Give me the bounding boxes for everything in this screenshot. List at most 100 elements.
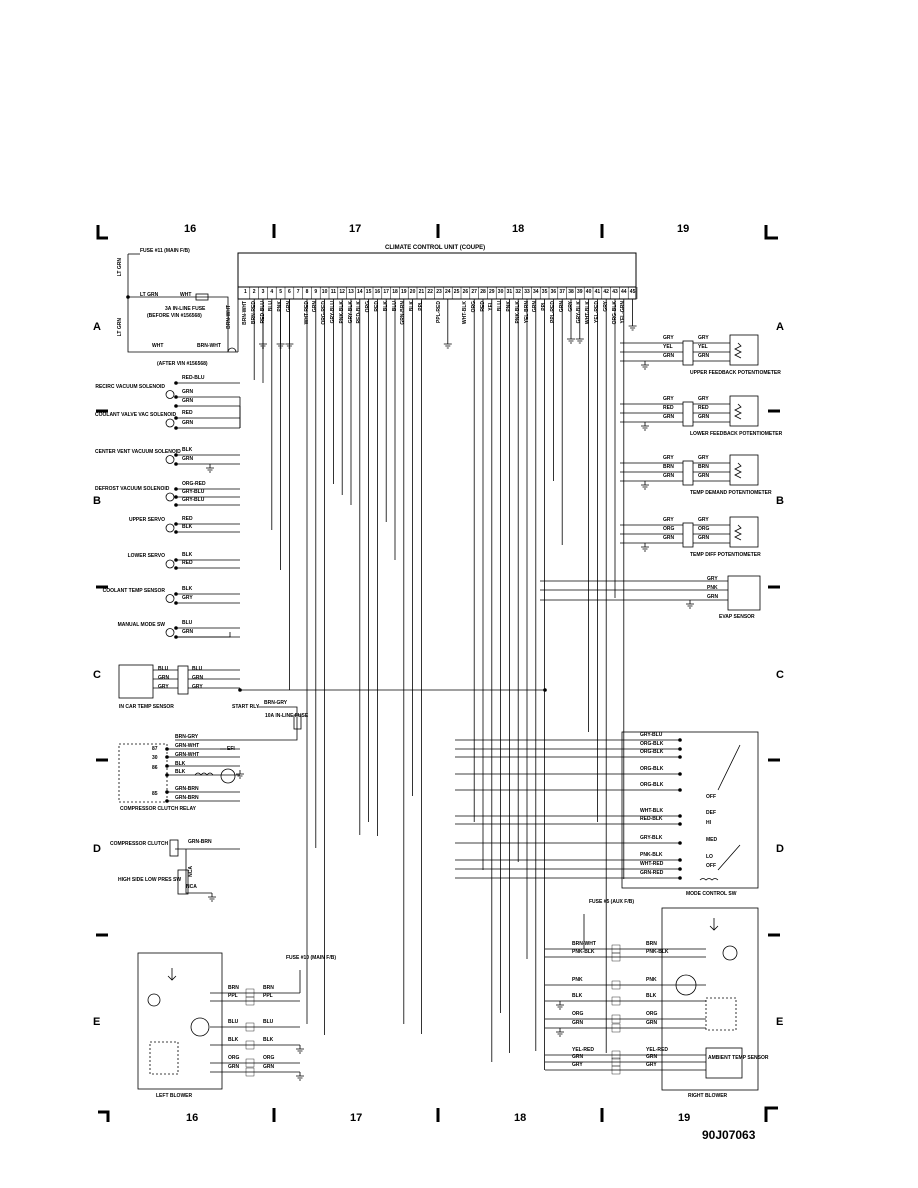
right-blower-wire-left: PNK — [572, 977, 583, 983]
start-relay-label: START RLY — [232, 704, 260, 710]
pot-connector — [682, 340, 694, 366]
junction-dot — [165, 747, 169, 751]
ccu-pin-32: 32 — [515, 289, 521, 295]
ground-symbol — [236, 770, 244, 779]
junction-dot — [543, 688, 547, 692]
potentiometer-box — [729, 395, 759, 427]
left-blower-transistor — [190, 1017, 210, 1037]
pot-wire-right: GRY — [698, 396, 709, 402]
column-label-17: 17 — [349, 223, 362, 235]
ccu-pin-27: 27 — [471, 289, 477, 295]
mode-sw-wire: ORG-BLK — [640, 741, 664, 747]
ccu-pin-5: 5 — [279, 289, 282, 295]
left-comp-wire: RED — [182, 410, 193, 416]
ground-symbol — [296, 1072, 304, 1081]
ground-symbol — [641, 361, 649, 370]
junction-dot — [678, 841, 682, 845]
pot-wire-right: GRY — [698, 517, 709, 523]
left-comp-wire: ORG-RED — [182, 481, 206, 487]
pot-wire-right: GRY — [698, 455, 709, 461]
left-component-4: UPPER SERVO — [128, 517, 165, 523]
left-component-0: RECIRC VACUUM SOLENOID — [95, 383, 165, 390]
mode-sw-wire: WHT-RED — [640, 861, 664, 867]
wire-wht-lower: WHT — [152, 343, 164, 349]
wire-nca — [185, 849, 212, 894]
pot-wire-left: GRY — [663, 517, 674, 523]
left-blower-box — [137, 952, 223, 1090]
ccu-pin-45: 45 — [629, 289, 636, 295]
ccu-pin-wire-38: GRY — [567, 301, 574, 312]
left-component-6: COOLANT TEMP SENSOR — [102, 587, 165, 594]
ccu-pin-wire-4: BLU — [268, 301, 275, 312]
left-blower-diode — [167, 968, 177, 981]
ground-symbol — [575, 335, 584, 344]
pot-resistor — [734, 462, 742, 479]
junction-dot — [174, 503, 178, 507]
left-comp-wire: GRN — [182, 389, 194, 395]
junction-dot — [678, 867, 682, 871]
wire-lt-grn-lower: LT GRN — [117, 318, 123, 337]
ccu-pin-wire-12: PNK-BLK — [338, 301, 345, 324]
ccu-pin-wire-11: GRY-BLU — [330, 301, 336, 324]
ccu-pin-wire-20: BLK — [409, 301, 416, 312]
left-component-3: DEFROST VACUUM SOLENOID — [95, 486, 170, 492]
right-blower-wire-left: GRY — [572, 1062, 583, 1068]
ccu-pin-wire-31: PNK — [506, 301, 512, 312]
left-comp-wire: RED — [182, 560, 193, 566]
wire-lt-grn-label: LT GRN — [140, 292, 159, 298]
pot-wire-right: BRN — [698, 464, 709, 470]
row-ticks-right — [768, 409, 780, 937]
pot-wire-left: GRN — [663, 414, 675, 420]
junction-dot — [174, 381, 178, 385]
ccu-pin-6: 6 — [288, 289, 291, 295]
pot-wire-left: GRN — [663, 353, 675, 359]
wire-splice — [227, 347, 237, 353]
wire-brn-wht-vertical: BRN-WHT — [226, 305, 232, 329]
left-blower-wire-left: BLU — [228, 1019, 239, 1025]
ambient-temp-sensor-label: AMBIENT TEMP SENSOR — [708, 1055, 769, 1061]
solenoid-symbol — [165, 594, 175, 603]
ccu-pin-wire-29: YEL — [488, 301, 495, 311]
junction-dot — [165, 790, 169, 794]
junction-dot — [165, 799, 169, 803]
junction-dot — [678, 788, 682, 792]
ccu-pin-wire-10: ORG-RED — [321, 301, 328, 325]
pot-wire-right: ORG — [698, 526, 710, 532]
pot-wire-right: RED — [698, 405, 709, 411]
ccu-connector — [237, 286, 637, 300]
relay-pin-86: 86 — [152, 765, 158, 771]
wire-lt-grn-vertical: LT GRN — [117, 258, 123, 277]
junction-dot — [165, 773, 169, 777]
relay-resistor — [194, 772, 214, 776]
left-component-5: LOWER SERVO — [127, 553, 165, 559]
row-label-c-right: C — [776, 669, 784, 681]
ambient-temp-sensor-box — [705, 1047, 743, 1079]
right-blower-wire-right: PNK — [646, 977, 657, 983]
left-comp-wire: BLU — [182, 620, 193, 626]
left-component-1: COOLANT VALVE VAC SOLENOID — [95, 412, 177, 418]
right-blower-wire-right: GRN — [646, 1054, 658, 1060]
ccu-pin-39: 39 — [577, 289, 583, 295]
ccu-pin-wire-18: BLU — [391, 301, 398, 312]
relay-wire-blk-1: BLK — [175, 761, 186, 767]
ccu-pin-30: 30 — [497, 289, 504, 295]
pot-wire-left: GRY — [663, 396, 674, 402]
solenoid-symbol — [165, 523, 175, 533]
left-comp-wire: BLK — [182, 552, 193, 558]
row-label-c: C — [93, 669, 101, 681]
ccu-pin-15: 15 — [365, 289, 372, 295]
ccu-pin-35: 35 — [541, 289, 548, 295]
mode-switch-contacts — [717, 744, 741, 871]
mode-sw-wire: ORG-BLK — [640, 782, 664, 788]
compressor-clutch-symbol — [169, 839, 179, 857]
pot-wire-right: GRN — [698, 353, 710, 359]
row-label-d: D — [93, 843, 101, 855]
left-blower-motor — [147, 993, 161, 1007]
relay-wire-grn-wht-1: GRN-WHT — [175, 743, 200, 749]
column-label-16: 16 — [184, 223, 197, 235]
left-blower-wire-right: PPL — [263, 993, 273, 999]
ccu-pin-wire-15: ORG — [365, 301, 372, 313]
pressure-switch-symbol — [177, 869, 189, 895]
ccu-pin-3: 3 — [261, 289, 265, 295]
pot-wire-left: GRY — [663, 455, 674, 461]
